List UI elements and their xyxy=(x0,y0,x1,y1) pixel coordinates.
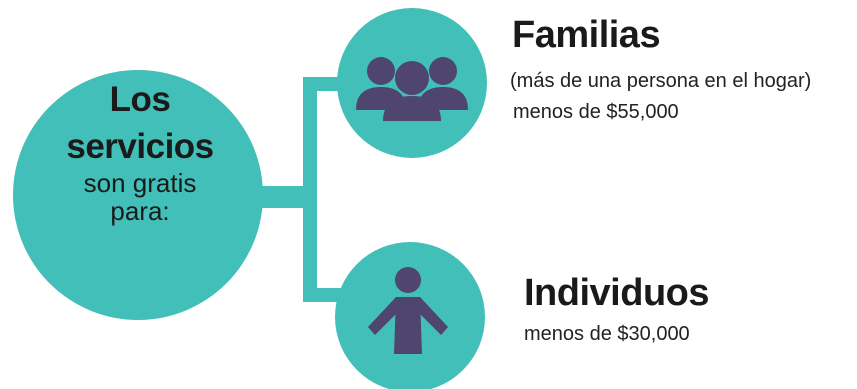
connector-stem xyxy=(258,186,310,208)
families-income: menos de $55,000 xyxy=(513,101,679,123)
families-circle xyxy=(337,8,487,158)
connector-top-branch xyxy=(303,77,348,91)
main-label-line2: servicios xyxy=(66,127,214,166)
main-label-line4: para: xyxy=(110,196,170,226)
main-label: Los servicios son gratis para: xyxy=(30,82,250,224)
families-note: (más de una persona en el hogar) xyxy=(510,70,812,92)
individuals-income: menos de $30,000 xyxy=(524,323,690,345)
connector-vertical xyxy=(303,77,317,302)
group-icon xyxy=(356,57,468,121)
person-icon xyxy=(368,267,448,354)
individuals-title: Individuos xyxy=(524,272,710,314)
main-circle xyxy=(13,70,263,320)
families-title: Familias xyxy=(512,14,661,56)
main-label-line3: son gratis xyxy=(83,168,197,198)
main-label-line1: Los xyxy=(109,80,171,119)
individuals-circle xyxy=(335,242,485,389)
